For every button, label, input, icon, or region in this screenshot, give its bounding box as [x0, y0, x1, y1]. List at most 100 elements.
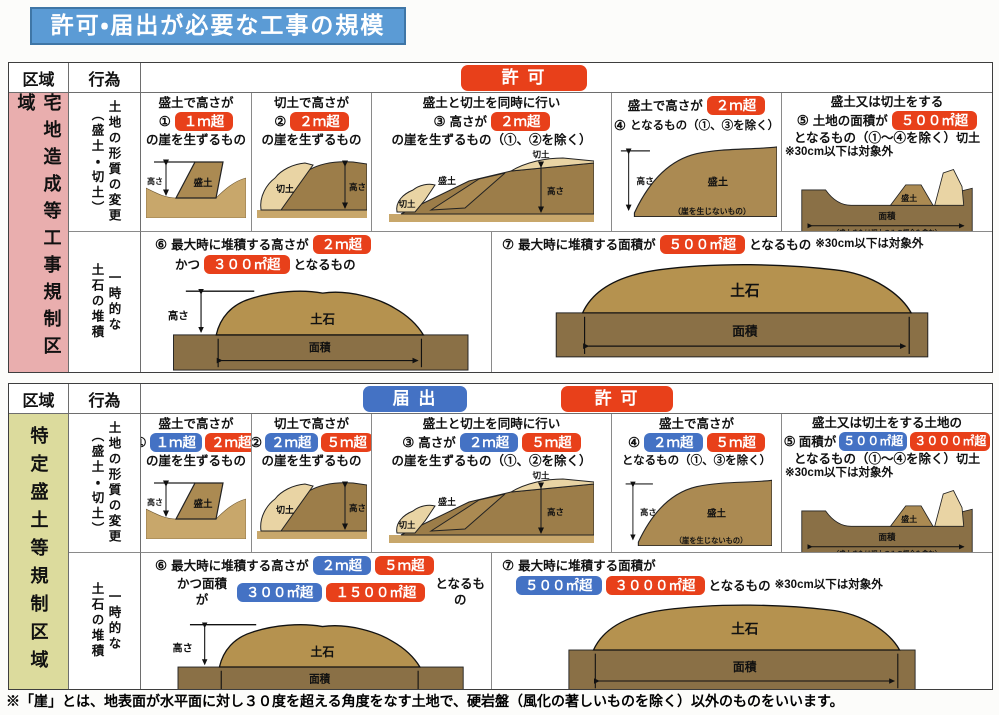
fill-mound-shape	[175, 482, 224, 520]
permit-threshold-badge: ２ｍ超	[205, 433, 251, 452]
rule-cell-t2-3: 盛土と切土を同時に行い ③ 高さが ２ｍ超 ５ｍ超 の崖を生ずるもの（①、②を除…	[371, 414, 611, 552]
rule-cell-t1-4: 盛土で高さが ２ｍ超 ④ となるもの（①、③を除く） 高さ 盛土 （崖を生じない…	[611, 93, 781, 231]
notify-threshold-badge: ５００㎡超	[516, 576, 602, 595]
fill-label: 盛土	[901, 514, 917, 524]
rule-cell-t2-6: ⑥ 最大時に堆積する高さが ２ｍ超 ５ｍ超 かつ面積が ３００㎡超 １５００㎡超…	[141, 552, 491, 689]
notify-threshold-badge: ５００㎡超	[839, 432, 908, 451]
page-title: 許可・届出が必要な工事の規模	[30, 7, 406, 45]
rule-cell-t1-5: 盛土又は切土をする ⑤ 土地の面積が ５００㎡超 となるもの（①～④を除く）切土…	[781, 93, 992, 231]
rule-text: の崖を生ずるもの（①、②を除く）	[391, 454, 592, 468]
ground-shape	[801, 507, 973, 552]
cut-label: 切土	[532, 150, 550, 160]
rule-text: となるもの（①～④を除く）	[793, 452, 957, 466]
cut-label: 切土	[956, 131, 981, 145]
permit-threshold-badge: ３０００㎡超	[910, 432, 991, 451]
soil-mound-shape	[581, 264, 913, 314]
item-number: ①	[158, 114, 171, 129]
rule-text: 最大時に堆積する面積が	[518, 237, 656, 252]
permit-threshold-badge: ３０００㎡超	[605, 576, 705, 595]
fill-mound-shape	[429, 172, 506, 211]
diagram-fill-and-cut: 切土 盛土 切土 高さ	[389, 150, 594, 222]
exemption-note: ※30cm以下は対象外	[774, 579, 883, 591]
col-header-act: 行為	[69, 384, 141, 414]
exemption-note: ※30cm以下は対象外	[785, 146, 894, 158]
item-number: ②	[251, 435, 263, 450]
diagram-deposit-area: 土石 面積	[555, 264, 929, 358]
act-label: 土石の堆積	[89, 582, 104, 660]
act-label: （盛土・切土）	[89, 107, 104, 217]
diagram-deposit-height-area: 土石 高さ 面積	[168, 288, 469, 371]
permit-threshold-badge: １５００㎡超	[326, 582, 426, 602]
diagram-deposit-area: 土石 面積	[568, 604, 916, 689]
act-label: 土地の形質の変更	[106, 421, 121, 545]
rule-text: 盛土と切土を同時に行い	[422, 96, 561, 110]
rule-text: の崖を生ずるもの	[261, 454, 362, 468]
soil-mound-shape	[218, 624, 422, 668]
area-label: 面積	[309, 340, 331, 354]
ground-shape	[389, 535, 594, 543]
fill-mound-shape	[889, 184, 934, 206]
rule-text: かつ	[175, 257, 201, 272]
item-number: ④	[613, 118, 626, 133]
cut-shape	[259, 483, 314, 532]
rule-text: 面積が	[798, 434, 837, 449]
col-header-act: 行為	[69, 63, 141, 93]
diagram-fill-no-cliff: 高さ 盛土 （崖を生じないもの）	[620, 146, 777, 217]
rule-text: の崖を生ずるもの（①、②を除く）	[391, 133, 592, 147]
diagram-area-section: 盛土 面積 （盛土または切土のみの場合も含む）	[801, 490, 973, 552]
area-label: 面積	[732, 323, 758, 338]
permit-threshold-badge: １ｍ超	[174, 112, 234, 131]
exemption-note: ※30cm以下は対象外	[815, 238, 924, 250]
permit-threshold-badge: ５ｍ超	[375, 556, 434, 575]
rule-text: 高さが	[418, 435, 456, 450]
table-takuchi-zosei: 区域 行為 許 可 宅地造成等工事規制区域 土地の形質の変更 （盛土・切土） 一…	[8, 62, 993, 373]
fill-label: 盛土	[438, 175, 456, 186]
rule-text: 最大時に堆積する高さが	[171, 558, 309, 573]
fill-label: 盛土	[901, 193, 917, 203]
rule-text: となるもの	[708, 578, 771, 593]
rule-cell-t2-4: 盛土で高さが ④ ２ｍ超 ５ｍ超 となるもの（①、③を除く） 高さ 盛土 （崖を…	[611, 414, 781, 552]
item-number: ⑥	[155, 558, 168, 573]
rule-text: となるもの	[435, 577, 486, 607]
no-cliff-note: （崖を生じないもの）	[674, 536, 747, 545]
cut-shape	[396, 183, 436, 213]
soil-label: 土石	[310, 644, 334, 659]
rule-text: となるもの	[293, 257, 356, 272]
rule-text: となるもの	[749, 237, 812, 252]
act-cell-landform-t1: 土地の形質の変更 （盛土・切土）	[69, 93, 141, 231]
height-label: 高さ	[172, 641, 192, 654]
rule-text: となるもの（①、③を除く）	[621, 455, 772, 467]
diagram-cut-cliff: 切土 高さ	[256, 481, 367, 539]
notify-threshold-badge: ３００㎡超	[236, 582, 323, 602]
notify-threshold-badge: ２ｍ超	[459, 433, 519, 452]
rule-text: の崖を生ずるもの	[261, 133, 362, 147]
item-number: ⑤	[783, 433, 796, 449]
diagram-cut-cliff: 切土 高さ	[256, 160, 367, 218]
rule-text: の崖を生ずるもの	[145, 133, 246, 147]
rule-cell-t1-1: 盛土で高さが ① １ｍ超 の崖を生ずるもの 高さ 盛土	[141, 93, 251, 231]
rule-text: 盛土と切土を同時に行い	[422, 417, 561, 431]
permit-badge: 許 可	[461, 65, 587, 91]
height-label: 高さ	[147, 176, 163, 186]
cut-label: 切土	[398, 199, 416, 209]
cut-label: 切土	[275, 183, 293, 194]
notify-threshold-badge: ２ｍ超	[312, 556, 372, 575]
ground-shape	[256, 210, 367, 218]
ground-shape	[389, 214, 594, 222]
cut-shape	[396, 504, 436, 534]
act-label: 土地の形質の変更	[106, 100, 121, 224]
item-number: ⑥	[155, 237, 168, 252]
act-label: （盛土・切土）	[89, 428, 104, 538]
diagram-fill-cliff: 高さ 盛土	[146, 480, 246, 539]
permit-threshold-badge: ５ｍ超	[320, 433, 371, 452]
rule-text: 盛土で高さが	[658, 417, 734, 431]
cut-label: 切土	[398, 520, 416, 530]
item-number: ①	[141, 433, 147, 452]
rule-text: 高さが	[449, 114, 488, 129]
diagram-deposit-height-area: 土石 高さ 面積	[172, 622, 464, 689]
height-label: 高さ	[640, 507, 656, 517]
diagram-area-section: 盛土 面積 （盛土または切土のみの場合も含む）	[801, 169, 973, 231]
rule-text: となるもの（①、③を除く）	[629, 119, 780, 132]
fill-label: 盛土	[707, 508, 727, 520]
